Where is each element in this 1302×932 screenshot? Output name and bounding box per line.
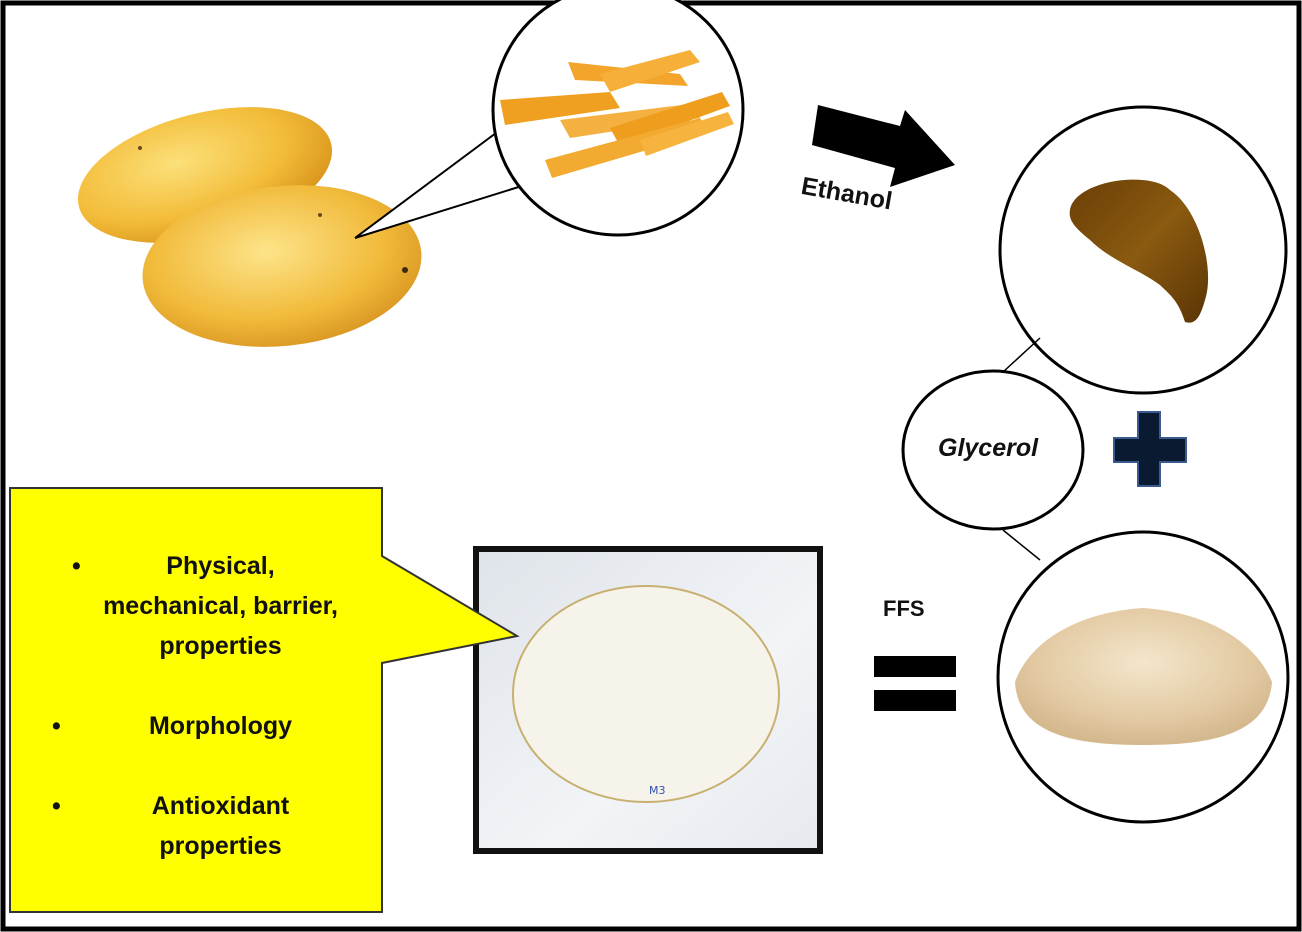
mango-fruit-image	[77, 107, 422, 347]
property-line: properties	[159, 832, 282, 860]
connector-glycerol-powder	[1002, 529, 1041, 561]
plus-icon	[1113, 411, 1187, 487]
arrow-right-icon	[812, 105, 955, 187]
extract-image	[1069, 179, 1209, 323]
bullet: •	[52, 792, 61, 820]
glycerol-circle	[901, 369, 1085, 531]
powder-image	[1015, 608, 1272, 745]
property-line: mechanical, barrier,	[103, 592, 338, 620]
bullet: •	[72, 552, 81, 580]
ffs-label: FFS	[883, 596, 925, 621]
property-line: Physical,	[166, 552, 275, 580]
bullet: •	[52, 712, 61, 740]
connector-extract-glycerol	[1002, 337, 1041, 373]
property-item-physical: • Physical, mechanical, barrier, propert…	[40, 546, 385, 666]
property-item-morphology: • Morphology	[40, 706, 385, 746]
property-line: Morphology	[148, 712, 293, 740]
film-image	[512, 585, 780, 803]
film-sample-tag: M3	[649, 784, 666, 797]
properties-list: • Physical, mechanical, barrier, propert…	[40, 546, 385, 866]
property-line: properties	[159, 632, 282, 660]
property-item-antioxidant: • Antioxidant properties	[40, 786, 385, 866]
mango-peel-image	[500, 50, 734, 178]
property-line: Antioxidant	[151, 792, 290, 820]
glycerol-label: Glycerol	[938, 434, 1039, 462]
equals-icon	[874, 656, 956, 711]
properties-callout	[9, 487, 520, 913]
